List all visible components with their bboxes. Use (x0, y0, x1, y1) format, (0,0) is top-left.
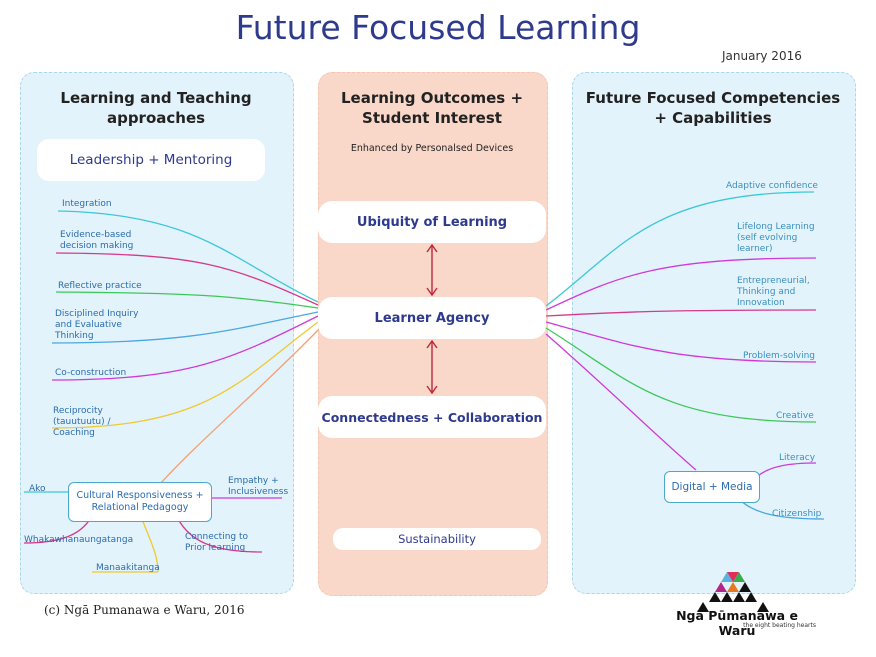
item-reflective-practice: Reflective practice (58, 281, 142, 291)
connector-inquiry (51, 311, 319, 344)
connector-reflective (55, 291, 319, 309)
organization-name: Ngā Pūmanawa e Waru (676, 608, 798, 638)
connector-lifelong (545, 257, 817, 311)
item-problem-solving: Problem-solving (743, 351, 815, 361)
connector-problem-solving (545, 321, 817, 363)
copyright-text: (c) Ngā Pumanawa e Waru, 2016 (44, 603, 245, 617)
middle-panel-subheader: Enhanced by Personalsed Devices (350, 143, 514, 154)
item-disciplined-inquiry: Disciplined Inquiry and Evaluative Think… (55, 309, 139, 341)
item-co-construction: Co-construction (55, 368, 127, 378)
item-citizenship: Citizenship (772, 509, 822, 519)
item-evidence-based: Evidence-based decision making (60, 230, 134, 251)
diagram-title: Future Focused Learning (235, 8, 641, 47)
item-adaptive-confidence: Adaptive confidence (726, 181, 818, 191)
item-creative: Creative (776, 411, 814, 421)
connector-citizenship (739, 499, 825, 520)
item-manaakitanga: Manaakitanga (96, 563, 160, 573)
digital-media-node: Digital + Media (664, 471, 760, 503)
competencies-panel (572, 72, 856, 594)
item-ako: Ako (29, 484, 46, 494)
connector-integration (57, 210, 319, 303)
right-panel-header: Future Focused Competencies + Capabiliti… (585, 89, 841, 127)
connector-coconstruction (51, 315, 319, 381)
item-reciprocity: Reciprocity (tauutuutu) / Coaching (53, 406, 111, 438)
connector-cultural (159, 325, 323, 485)
arrow-ubiquity-agency (426, 243, 438, 297)
date-label: January 2016 (722, 49, 802, 63)
item-integration: Integration (62, 199, 112, 209)
item-entrepreneurial: Entrepreneurial, Thinking and Innovation (737, 276, 810, 308)
connector-manaakitanga (141, 518, 159, 573)
organization-tagline: the eight beating hearts (743, 622, 816, 629)
connector-reciprocity (51, 321, 319, 429)
item-lifelong-learning: Lifelong Learning (self evolving learner… (737, 222, 815, 254)
connector-digital (545, 333, 697, 471)
learner-agency-box: Learner Agency (318, 297, 546, 339)
item-empathy-inclusiveness: Empathy + Inclusiveness (228, 476, 289, 497)
connector-adaptive (545, 191, 815, 307)
left-panel-header: Learning and Teaching approaches (60, 89, 252, 127)
connector-literacy (757, 462, 817, 477)
connectedness-collaboration-box: Connectedness + Collaboration (318, 396, 546, 438)
logo-triangles (697, 572, 769, 612)
middle-panel-header: Learning Outcomes + Student Interest (340, 89, 524, 127)
connector-whakawhanaungatanga (23, 518, 91, 544)
sustainability-box: Sustainability (333, 528, 541, 550)
arrow-agency-connectedness (426, 339, 438, 395)
ubiquity-of-learning-box: Ubiquity of Learning (318, 201, 546, 243)
cultural-responsiveness-node: Cultural Responsiveness + Relational Ped… (68, 482, 212, 522)
item-literacy: Literacy (779, 453, 816, 463)
leadership-mentoring-box: Leadership + Mentoring (37, 139, 265, 181)
connector-prior-learning (177, 518, 263, 553)
connector-evidence (55, 252, 319, 306)
item-connecting-prior-learning: Connecting to Prior learning (185, 532, 249, 553)
connector-creative (545, 327, 817, 423)
connector-entrepreneurial (545, 309, 817, 317)
item-whakawhanaungatanga: Whakawhanaungatanga (24, 535, 134, 545)
